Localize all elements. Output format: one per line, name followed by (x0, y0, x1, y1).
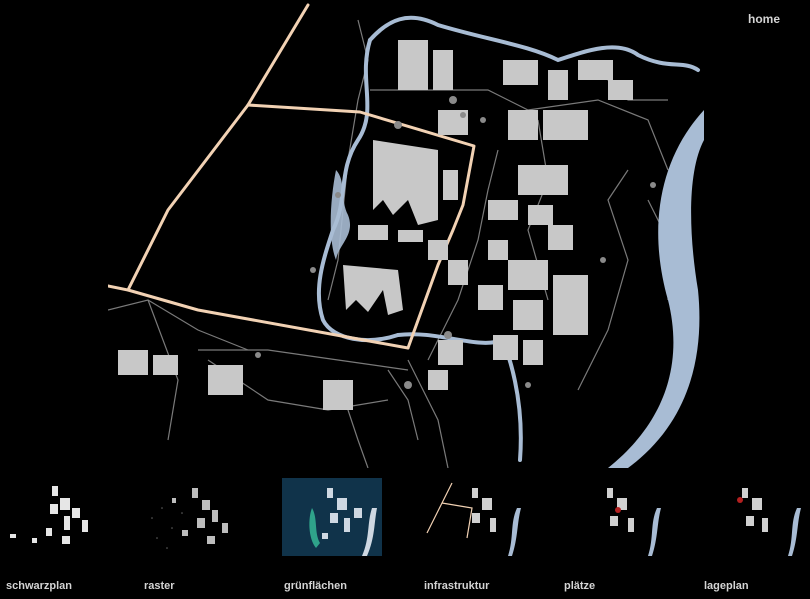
thumbnail-raster[interactable] (142, 478, 242, 556)
river-main (608, 110, 704, 468)
thumbnail-label-schwarzplan[interactable]: schwarzplan (6, 580, 73, 592)
thumbnail-schwarzplan[interactable] (2, 478, 102, 556)
site-plan-map (108, 3, 704, 468)
thumbnail-label-lageplan[interactable]: lageplan (704, 580, 749, 592)
site-details (255, 96, 656, 389)
thumbnail-lageplan[interactable] (702, 478, 802, 556)
thumbnail-label-plaetze[interactable]: plätze (564, 580, 596, 592)
thumbnail-label-infrastruktur[interactable]: infrastruktur (424, 580, 490, 592)
thumbnail-plaetze[interactable] (562, 478, 662, 556)
thumbnail-label-raster[interactable]: raster (144, 580, 175, 592)
thumbnail-infrastruktur[interactable] (422, 478, 522, 556)
thumbnail-gruenflaechen[interactable] (282, 478, 382, 556)
home-link[interactable]: home (748, 12, 781, 26)
thumbnail-label-gruenflaechen[interactable]: grünflächen (284, 580, 347, 592)
highlight-route (108, 3, 476, 350)
road-network (108, 19, 669, 468)
buildings (118, 40, 633, 410)
